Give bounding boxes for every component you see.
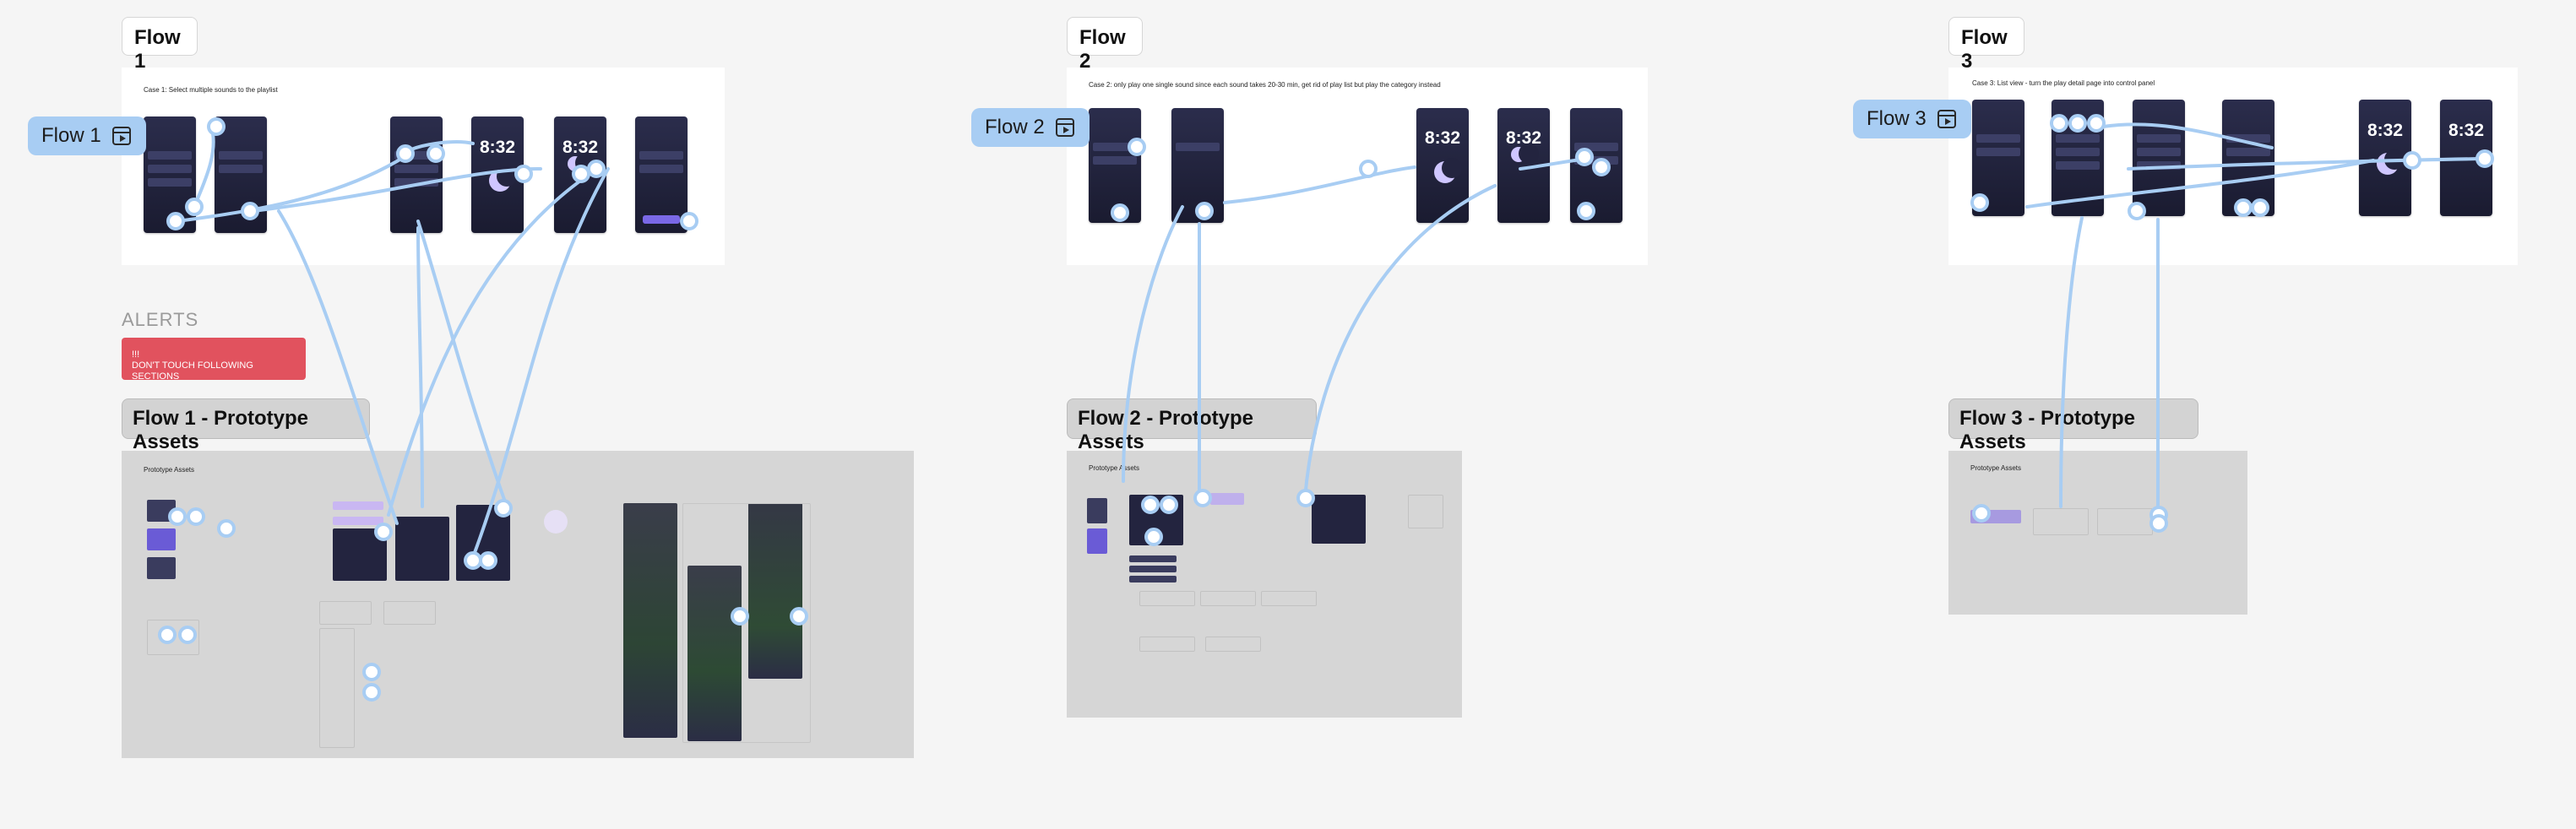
asset-item[interactable] bbox=[333, 501, 383, 510]
flow1-assets-label: Prototype Assets bbox=[144, 466, 195, 474]
flow3-screen-1[interactable] bbox=[1972, 100, 2024, 216]
asset-item[interactable] bbox=[1087, 528, 1107, 554]
asset-item[interactable] bbox=[147, 557, 176, 579]
flow1-screen-6[interactable] bbox=[635, 116, 687, 233]
flow2-clock-1: 8:32 bbox=[1424, 128, 1461, 149]
moon-icon bbox=[1511, 144, 1540, 165]
asset-item[interactable] bbox=[1210, 493, 1244, 505]
flow2-clock-2: 8:32 bbox=[1505, 128, 1542, 149]
flow1-clock-2: 8:32 bbox=[562, 137, 599, 157]
flow1-frame[interactable]: Case 1: Select multiple sounds to the pl… bbox=[122, 68, 725, 265]
flow1-assets-title[interactable]: Flow 1 - Prototype Assets bbox=[122, 398, 370, 453]
asset-screen[interactable] bbox=[395, 517, 449, 581]
flow1-assets-frame[interactable]: Prototype Assets bbox=[122, 451, 914, 758]
asset-forest bbox=[748, 503, 802, 679]
asset-item[interactable] bbox=[333, 517, 383, 525]
asset-item[interactable] bbox=[1087, 498, 1107, 523]
asset-card[interactable] bbox=[1139, 637, 1195, 652]
moon-icon bbox=[2377, 149, 2405, 176]
asset-moon bbox=[544, 510, 568, 534]
asset-card[interactable] bbox=[319, 601, 372, 625]
flow3-screen-2[interactable] bbox=[2052, 100, 2104, 216]
flow3-frame[interactable]: Case 3: List view - turn the play detail… bbox=[1948, 68, 2518, 265]
alert-box: !!! DON'T TOUCH FOLLOWING SECTIONS bbox=[122, 338, 306, 382]
flow1-screen-4[interactable]: 8:32 bbox=[471, 116, 524, 233]
prototype-play-icon bbox=[1056, 118, 1074, 137]
flow3-label[interactable]: Flow 3 bbox=[1948, 17, 2024, 73]
alert-line-1: !!! bbox=[132, 349, 140, 360]
flow3-case-text: Case 3: List view - turn the play detail… bbox=[1972, 79, 2155, 87]
asset-screen[interactable] bbox=[456, 505, 510, 581]
flow2-screen-5[interactable] bbox=[1570, 108, 1622, 223]
flow3-screen-6[interactable]: 8:32 bbox=[2440, 100, 2492, 216]
flow1-clock-1: 8:32 bbox=[479, 137, 516, 157]
asset-card[interactable] bbox=[1200, 591, 1256, 606]
moon-icon bbox=[1434, 157, 1463, 183]
flow1-case-text: Case 1: Select multiple sounds to the pl… bbox=[144, 86, 278, 94]
asset-item[interactable] bbox=[1970, 510, 2021, 523]
asset-screen[interactable] bbox=[1129, 495, 1183, 545]
asset-card[interactable] bbox=[1205, 637, 1261, 652]
flow2-screen-2[interactable] bbox=[1171, 108, 1224, 223]
flow2-case-text: Case 2: only play one single sound since… bbox=[1089, 81, 1441, 89]
moon-icon bbox=[489, 166, 518, 192]
flow2-start-pill[interactable]: Flow 2 bbox=[971, 108, 1090, 147]
asset-screen[interactable] bbox=[333, 528, 387, 581]
flow3-assets-label: Prototype Assets bbox=[1970, 464, 2022, 472]
asset-item[interactable] bbox=[147, 500, 176, 522]
flow3-pill-label: Flow 3 bbox=[1867, 107, 1927, 130]
asset-forest bbox=[623, 503, 677, 738]
asset-frame-outline bbox=[682, 503, 811, 743]
flow1-screen-2[interactable] bbox=[215, 116, 267, 233]
flow2-pill-label: Flow 2 bbox=[985, 116, 1045, 138]
asset-screen[interactable] bbox=[1312, 495, 1366, 544]
asset-card[interactable] bbox=[1408, 495, 1443, 528]
flow3-assets-title[interactable]: Flow 3 - Prototype Assets bbox=[1948, 398, 2198, 453]
asset-list[interactable] bbox=[319, 628, 355, 748]
asset-item[interactable] bbox=[1129, 576, 1177, 582]
moon-icon bbox=[568, 152, 596, 173]
flow1-screen-1[interactable] bbox=[144, 116, 196, 233]
flow2-screen-3[interactable]: 8:32 bbox=[1416, 108, 1469, 223]
asset-item[interactable] bbox=[147, 620, 199, 655]
prototype-play-icon bbox=[1937, 110, 1956, 128]
asset-item[interactable] bbox=[1129, 566, 1177, 572]
flow1-screen-5[interactable]: 8:32 bbox=[554, 116, 606, 233]
asset-card[interactable] bbox=[383, 601, 436, 625]
flow2-frame[interactable]: Case 2: only play one single sound since… bbox=[1067, 68, 1648, 265]
asset-item[interactable] bbox=[1129, 555, 1177, 562]
alert-line-2: DON'T TOUCH FOLLOWING SECTIONS bbox=[132, 360, 253, 382]
flow3-screen-4[interactable] bbox=[2222, 100, 2274, 216]
flow3-start-pill[interactable]: Flow 3 bbox=[1853, 100, 1971, 138]
flow2-screen-4[interactable]: 8:32 bbox=[1497, 108, 1550, 223]
asset-card[interactable] bbox=[1261, 591, 1317, 606]
flow2-assets-label: Prototype Assets bbox=[1089, 464, 1140, 472]
flow2-assets-title[interactable]: Flow 2 - Prototype Assets bbox=[1067, 398, 1317, 453]
flow2-screen-1[interactable] bbox=[1089, 108, 1141, 223]
flow3-screen-3[interactable] bbox=[2133, 100, 2185, 216]
prototype-play-icon bbox=[112, 127, 131, 145]
flow3-clock-1: 8:32 bbox=[2367, 120, 2404, 140]
flow3-clock-2: 8:32 bbox=[2448, 120, 2485, 140]
alerts-heading: ALERTS bbox=[122, 309, 199, 330]
flow2-label[interactable]: Flow 2 bbox=[1067, 17, 1143, 73]
flow1-start-pill[interactable]: Flow 1 bbox=[28, 116, 146, 155]
flow1-label[interactable]: Flow 1 bbox=[122, 17, 198, 73]
asset-card[interactable] bbox=[2033, 508, 2089, 535]
flow2-assets-frame[interactable]: Prototype Assets bbox=[1067, 451, 1462, 718]
flow3-screen-5[interactable]: 8:32 bbox=[2359, 100, 2411, 216]
asset-card[interactable] bbox=[1139, 591, 1195, 606]
asset-forest bbox=[687, 566, 742, 741]
flow3-assets-frame[interactable]: Prototype Assets bbox=[1948, 451, 2247, 615]
asset-item[interactable] bbox=[147, 528, 176, 550]
asset-card[interactable] bbox=[2097, 508, 2153, 535]
flow1-pill-label: Flow 1 bbox=[41, 124, 101, 147]
flow1-screen-3[interactable] bbox=[390, 116, 443, 233]
